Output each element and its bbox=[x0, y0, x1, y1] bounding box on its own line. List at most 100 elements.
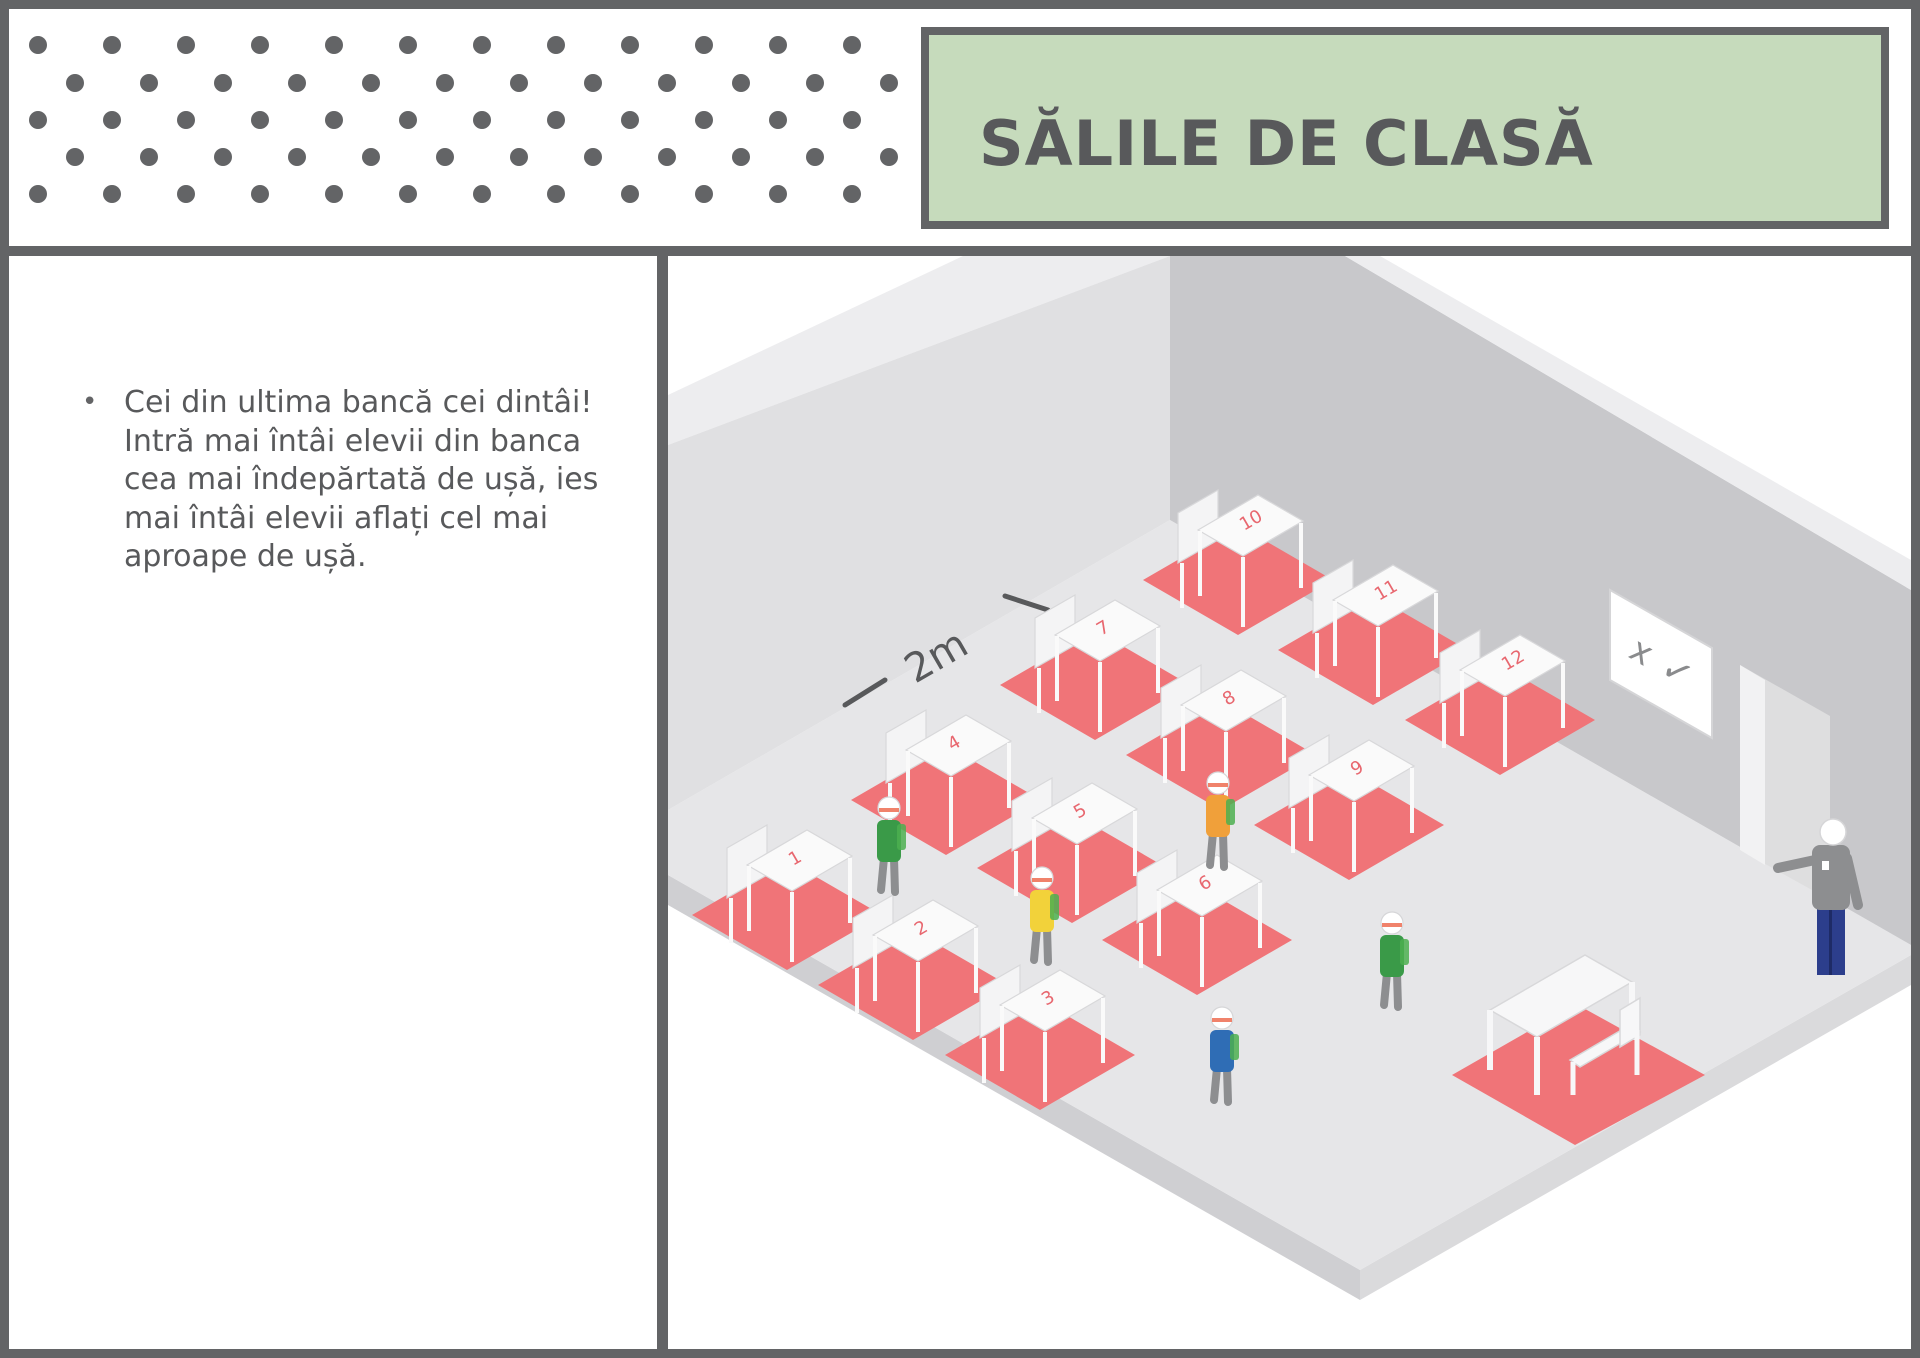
bullet-item: • Cei din ultima bancă cei dintâi! Intră… bbox=[80, 384, 640, 577]
back-wall bbox=[1170, 256, 1911, 945]
student-torso bbox=[1380, 935, 1404, 977]
face-mask bbox=[1212, 1018, 1232, 1022]
student-torso bbox=[877, 820, 901, 862]
page-title: SĂLILE DE CLASĂ bbox=[979, 107, 1594, 180]
desk-top bbox=[998, 969, 1107, 1032]
pattern-dot bbox=[695, 111, 713, 129]
pattern-dot bbox=[177, 36, 195, 54]
pattern-dot bbox=[251, 36, 269, 54]
backpack bbox=[1226, 799, 1235, 825]
student-leg bbox=[1030, 924, 1041, 964]
pattern-dot bbox=[214, 74, 232, 92]
student-torso bbox=[1030, 890, 1054, 932]
pattern-dot bbox=[288, 74, 306, 92]
pattern-dot bbox=[251, 185, 269, 203]
pattern-dot bbox=[658, 74, 676, 92]
pattern-dot bbox=[436, 148, 454, 166]
pattern-dot bbox=[473, 36, 491, 54]
pattern-dot bbox=[177, 185, 195, 203]
pattern-dot bbox=[140, 74, 158, 92]
column-divider bbox=[657, 256, 668, 1358]
pattern-dot bbox=[362, 148, 380, 166]
pattern-dot bbox=[288, 148, 306, 166]
pattern-dot bbox=[547, 185, 565, 203]
desk-top bbox=[1179, 669, 1288, 732]
pattern-dot bbox=[510, 148, 528, 166]
whiteboard: x ✓ bbox=[1609, 588, 1713, 740]
backpack bbox=[897, 824, 906, 850]
desk-top bbox=[1053, 599, 1162, 662]
pattern-dot bbox=[510, 74, 528, 92]
student-figure bbox=[877, 796, 906, 896]
desk-top bbox=[1331, 564, 1440, 627]
student-leg bbox=[1393, 969, 1402, 1011]
pattern-dot bbox=[880, 148, 898, 166]
pattern-dot bbox=[362, 74, 380, 92]
dot-pattern bbox=[9, 9, 915, 246]
pattern-dot bbox=[806, 74, 824, 92]
student-leg bbox=[1206, 829, 1217, 869]
backpack bbox=[1400, 939, 1409, 965]
pattern-dot bbox=[547, 36, 565, 54]
desk-9: 9 bbox=[1254, 733, 1444, 880]
pattern-dot bbox=[214, 148, 232, 166]
pattern-dot bbox=[325, 36, 343, 54]
pattern-dot bbox=[473, 111, 491, 129]
pattern-dot bbox=[880, 74, 898, 92]
floor-side-right bbox=[1360, 955, 1911, 1300]
people-layer bbox=[877, 771, 1409, 1106]
door bbox=[1740, 665, 1830, 900]
student-leg bbox=[1219, 829, 1228, 871]
student-figure bbox=[1380, 911, 1409, 1011]
pattern-dot bbox=[103, 36, 121, 54]
desk-5: 5 bbox=[977, 776, 1167, 923]
backpack bbox=[1050, 894, 1059, 920]
title-banner: SĂLILE DE CLASĂ bbox=[921, 27, 1889, 229]
pattern-dot bbox=[177, 111, 195, 129]
face-mask bbox=[879, 808, 899, 812]
student-leg bbox=[1043, 924, 1052, 966]
desk-2: 2 bbox=[818, 893, 1008, 1040]
pattern-dot bbox=[399, 185, 417, 203]
pattern-dot bbox=[103, 185, 121, 203]
pattern-dot bbox=[251, 111, 269, 129]
student-leg bbox=[890, 854, 899, 896]
student-leg bbox=[1223, 1064, 1232, 1106]
pattern-dot bbox=[436, 74, 454, 92]
desk-12: 12 bbox=[1405, 628, 1595, 775]
pattern-dot bbox=[29, 111, 47, 129]
back-wall-top bbox=[1345, 256, 1911, 590]
student-leg bbox=[1380, 969, 1391, 1009]
pattern-dot bbox=[29, 185, 47, 203]
backpack bbox=[1230, 1034, 1239, 1060]
pattern-dot bbox=[621, 36, 639, 54]
pattern-dot bbox=[621, 111, 639, 129]
student-figure bbox=[1206, 771, 1235, 871]
pattern-dot bbox=[29, 36, 47, 54]
bullet-text: Cei din ultima bancă cei dintâi! Intră m… bbox=[124, 385, 599, 574]
desk-top bbox=[904, 714, 1013, 777]
pattern-dot bbox=[769, 36, 787, 54]
desk-top bbox=[1458, 634, 1567, 697]
desk-top bbox=[1155, 854, 1264, 917]
teacher-floor-mark bbox=[1452, 1004, 1705, 1145]
desk-11: 11 bbox=[1278, 558, 1468, 705]
desk-1: 1 bbox=[692, 823, 882, 970]
desk-6: 6 bbox=[1102, 848, 1292, 995]
desk-top bbox=[1030, 782, 1139, 845]
student-leg bbox=[877, 854, 888, 894]
pattern-dot bbox=[584, 74, 602, 92]
desk-10: 10 bbox=[1143, 488, 1333, 635]
pattern-dot bbox=[547, 111, 565, 129]
teacher-torso bbox=[1812, 845, 1850, 910]
desk-8: 8 bbox=[1126, 663, 1316, 810]
pattern-dot bbox=[621, 185, 639, 203]
pattern-dot bbox=[769, 111, 787, 129]
pattern-dot bbox=[103, 111, 121, 129]
face-mask bbox=[1382, 923, 1402, 927]
pattern-dot bbox=[325, 111, 343, 129]
pattern-dot bbox=[769, 185, 787, 203]
teacher-desk-area bbox=[1452, 954, 1705, 1145]
